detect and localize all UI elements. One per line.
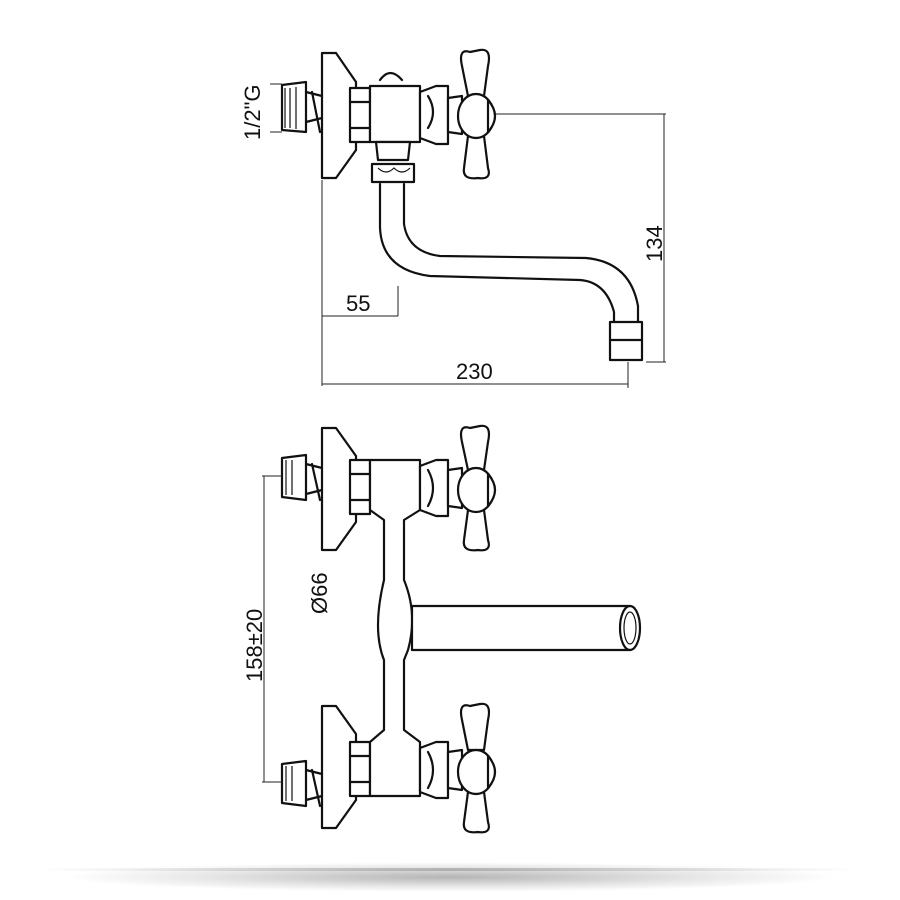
- lower-flange: [320, 704, 358, 830]
- label-height: 134: [642, 225, 667, 262]
- label-thread: 1/2"G: [240, 84, 265, 140]
- wall-flange: [320, 51, 358, 180]
- floor-shadow: [60, 862, 840, 892]
- valve-bonnet: [418, 84, 450, 146]
- cross-handle-lower: [459, 702, 491, 752]
- inlet-connector: [280, 80, 308, 134]
- label-diameter: Ø66: [307, 572, 332, 614]
- label-centers: 158±20: [242, 609, 267, 682]
- upper-flange: [320, 426, 358, 552]
- label-length: 230: [456, 359, 493, 384]
- front-view: Ø66 158±20: [242, 424, 642, 834]
- label-offset: 55: [346, 291, 370, 316]
- spout-collar: [370, 162, 416, 184]
- cross-handle-side: [459, 48, 491, 98]
- spout: [378, 182, 616, 324]
- mixer-body: [368, 458, 422, 798]
- hex-nut: [348, 86, 372, 144]
- valve-body: [368, 84, 422, 144]
- spout-front: [410, 604, 632, 652]
- cross-handle-upper: [459, 424, 491, 472]
- side-view: 1/2"G 134 55 230: [240, 48, 667, 388]
